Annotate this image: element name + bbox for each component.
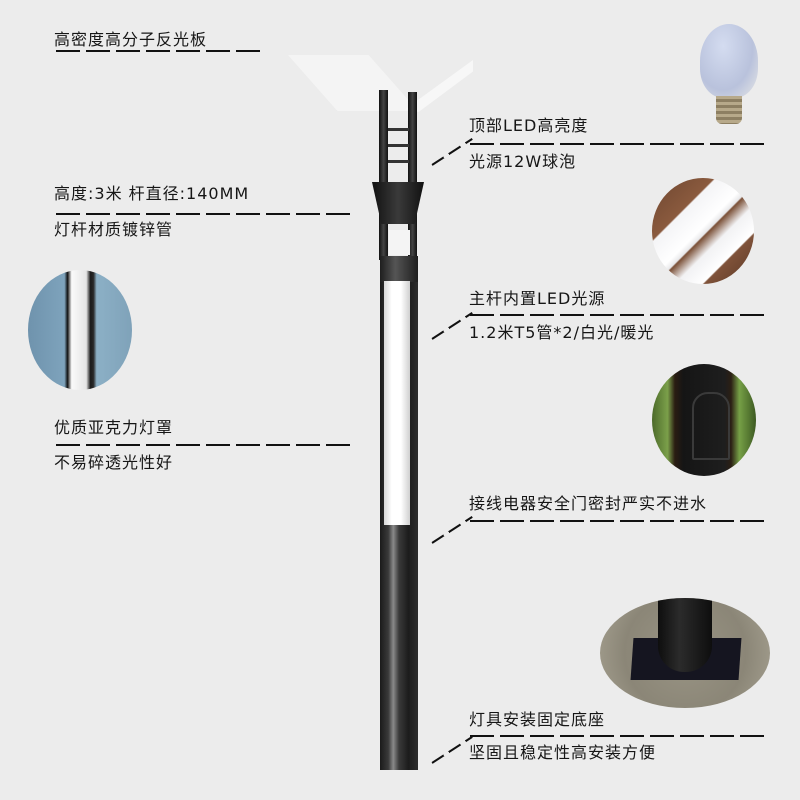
pole-material-label: 灯杆材质镀锌管 xyxy=(54,220,174,239)
access-door-label: 接线电器安全门密封严实不进水 xyxy=(469,494,708,513)
top-light-pointer xyxy=(431,138,473,166)
pole-spec-divider xyxy=(56,213,350,215)
led-bulb-photo-icon xyxy=(700,24,758,98)
built-in-light-label: 主杆内置LED光源 xyxy=(469,289,606,308)
base-pointer xyxy=(431,736,473,764)
ladder-rung xyxy=(388,160,409,163)
built-in-light-divider xyxy=(470,314,770,316)
access-door-photo-icon xyxy=(652,364,756,476)
pole-rail-left xyxy=(379,90,388,260)
reflector-divider xyxy=(56,50,260,52)
access-door-pointer xyxy=(431,516,473,544)
acrylic-cover-label: 优质亚克力灯罩 xyxy=(54,418,174,437)
pole-light-cap xyxy=(380,256,418,282)
top-light-label: 顶部LED高亮度 xyxy=(469,116,589,135)
pole-spec-label: 高度:3米 杆直径:140MM xyxy=(54,184,250,203)
reflector-panel-left xyxy=(288,55,418,111)
built-in-light-pointer xyxy=(431,312,473,340)
ladder-rung xyxy=(388,144,409,147)
acrylic-cover-divider xyxy=(56,444,350,446)
acrylic-light-tube xyxy=(384,281,410,525)
t5-tube-photo-icon xyxy=(652,178,754,284)
access-door-divider xyxy=(470,520,770,522)
acrylic-cover-photo-icon xyxy=(28,270,132,390)
pole-rail-right xyxy=(408,92,417,260)
ladder-rung xyxy=(388,128,409,131)
base-label: 灯具安装固定底座 xyxy=(469,710,606,729)
pole-funnel-collar xyxy=(372,182,424,224)
bulb-screw-base xyxy=(716,96,742,124)
built-in-light-sub-label: 1.2米T5管*2/白光/暖光 xyxy=(469,323,655,342)
top-light-sub-label: 光源12W球泡 xyxy=(469,152,577,171)
base-sub-label: 坚固且稳定性高安装方便 xyxy=(469,743,657,762)
base-divider xyxy=(470,735,770,737)
pole-open-window xyxy=(389,230,410,255)
reflector-label: 高密度高分子反光板 xyxy=(54,30,208,49)
base-plate-photo-icon xyxy=(600,598,770,708)
top-light-divider xyxy=(470,143,770,145)
acrylic-cover-sub-label: 不易碎透光性好 xyxy=(54,453,174,472)
